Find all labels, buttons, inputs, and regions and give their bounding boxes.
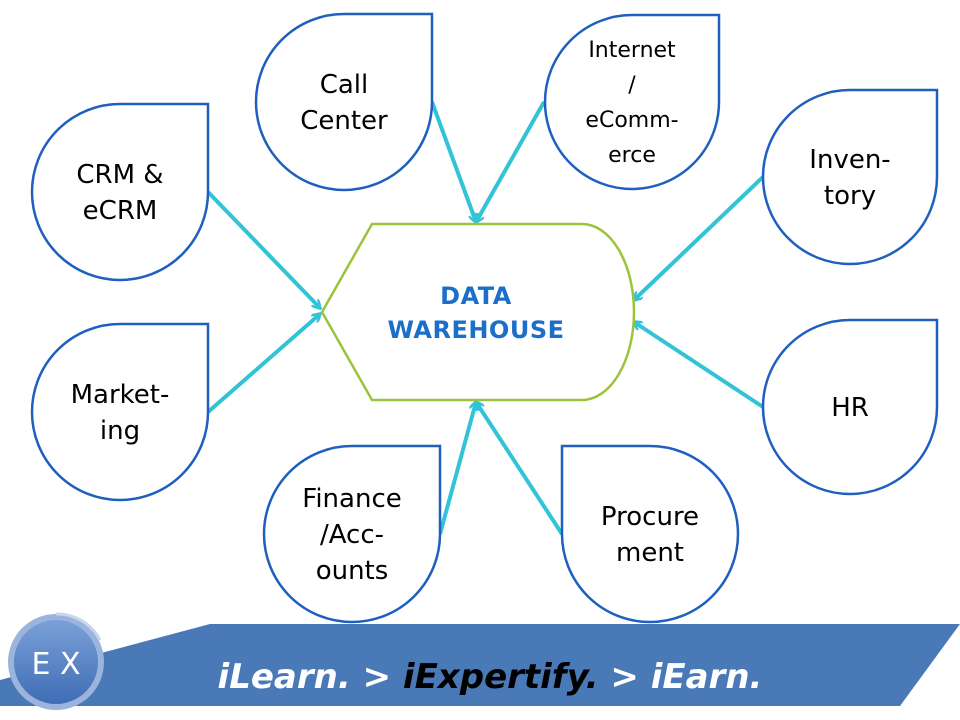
node-shape-finance-accounts — [262, 444, 442, 624]
node-label-internet-ecommerce: / — [628, 73, 636, 98]
node-finance-accounts: Finance/Acc-ounts — [262, 444, 442, 624]
central-node-title-line1: DATA — [440, 282, 512, 310]
node-label-procurement: ment — [616, 538, 684, 568]
tagline-part-1: iLearn. > — [218, 657, 403, 697]
connector-arrows — [206, 101, 765, 536]
node-shape-inventory — [761, 88, 939, 266]
node-label-call-center: Center — [300, 106, 388, 136]
node-procurement: Procure ment — [560, 444, 740, 624]
node-label-finance-accounts: Finance — [302, 484, 401, 514]
node-shape-marketing — [30, 322, 210, 502]
node-hr: HR — [761, 318, 939, 496]
node-label-inventory: tory — [824, 181, 876, 211]
logo-badge: E X — [8, 612, 104, 710]
node-label-inventory: Inven- — [809, 145, 890, 175]
logo-text: E X — [31, 647, 80, 682]
node-shape-call-center — [254, 12, 434, 192]
arrow-hr — [634, 322, 765, 409]
node-label-internet-ecommerce: Internet — [588, 38, 676, 63]
arrow-inventory — [634, 175, 765, 300]
node-shape-hr — [761, 318, 939, 496]
node-label-hr: HR — [831, 393, 869, 423]
logo-arc-icon — [55, 612, 102, 641]
node-label-marketing: ing — [100, 416, 140, 446]
central-node-title-line2: WAREHOUSE — [388, 316, 565, 344]
footer: iLearn. > iExpertify. > iEarn. E X — [0, 612, 960, 710]
node-label-finance-accounts: /Acc- — [320, 520, 384, 550]
arrow-marketing — [206, 314, 320, 414]
node-label-call-center: Call — [320, 70, 369, 100]
node-label-crm-ecrm: eCRM — [83, 196, 158, 226]
footer-tagline: iLearn. > iExpertify. > iEarn. — [218, 657, 763, 697]
node-label-marketing: Market- — [71, 380, 170, 410]
tagline-part-2: iExpertify. — [403, 657, 599, 697]
node-label-internet-ecommerce: eComm- — [585, 108, 678, 133]
node-label-procurement: Procure — [601, 502, 699, 532]
arrow-crm-ecrm — [206, 190, 320, 308]
node-shape-crm-ecrm — [30, 102, 210, 282]
footer-banner — [0, 624, 960, 706]
node-label-finance-accounts: ounts — [316, 556, 389, 586]
node-internet-ecommerce: Internet / eComm-erce — [543, 13, 721, 191]
arrow-finance-accounts — [438, 402, 476, 535]
logo-disc — [14, 620, 98, 704]
node-marketing: Market-ing — [30, 322, 210, 502]
arrow-call-center — [430, 101, 476, 222]
node-crm-ecrm: CRM & eCRM — [30, 102, 210, 282]
node-label-crm-ecrm: CRM & — [76, 160, 163, 190]
node-inventory: Inven-tory — [761, 88, 939, 266]
node-label-internet-ecommerce: erce — [608, 143, 656, 168]
arrow-procurement — [476, 402, 564, 536]
central-node: DATA WAREHOUSE — [320, 222, 636, 402]
tagline-part-3: > iEarn. — [599, 657, 763, 697]
arrow-internet-ecommerce — [476, 101, 546, 222]
central-node-shape — [320, 222, 636, 402]
node-shape-internet-ecommerce — [543, 13, 721, 191]
node-shape-procurement — [560, 444, 740, 624]
